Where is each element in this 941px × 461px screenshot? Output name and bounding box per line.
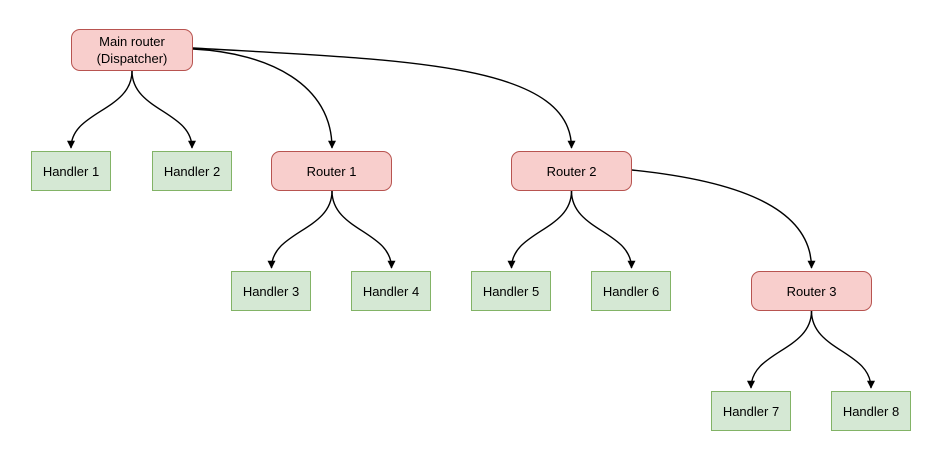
node-handler-2: Handler 2 <box>152 151 232 191</box>
node-handler-7: Handler 7 <box>711 391 791 431</box>
edge-main-router-to-handler-1 <box>67 70 133 149</box>
node-router-3: Router 3 <box>751 271 872 311</box>
edge-router-3-to-handler-8 <box>810 310 875 389</box>
edge-router-3-to-handler-7 <box>747 310 813 389</box>
edge-router-1-to-handler-3 <box>267 190 333 269</box>
edge-router-2-to-handler-5 <box>507 190 573 269</box>
node-handler-3: Handler 3 <box>231 271 311 311</box>
node-router-1: Router 1 <box>271 151 392 191</box>
node-router-2: Router 2 <box>511 151 632 191</box>
edge-main-router-to-router-2 <box>192 47 576 149</box>
node-handler-5: Handler 5 <box>471 271 551 311</box>
edge-router-1-to-handler-4 <box>331 190 396 269</box>
edge-main-router-to-router-1 <box>192 48 336 149</box>
node-handler-8: Handler 8 <box>831 391 911 431</box>
edge-router-2-to-router-3 <box>631 169 816 269</box>
node-handler-1: Handler 1 <box>31 151 111 191</box>
edge-router-2-to-handler-6 <box>570 190 636 269</box>
node-main-router: Main router (Dispatcher) <box>71 29 193 71</box>
node-handler-4: Handler 4 <box>351 271 431 311</box>
node-handler-6: Handler 6 <box>591 271 671 311</box>
edge-main-router-to-handler-2 <box>131 70 196 149</box>
